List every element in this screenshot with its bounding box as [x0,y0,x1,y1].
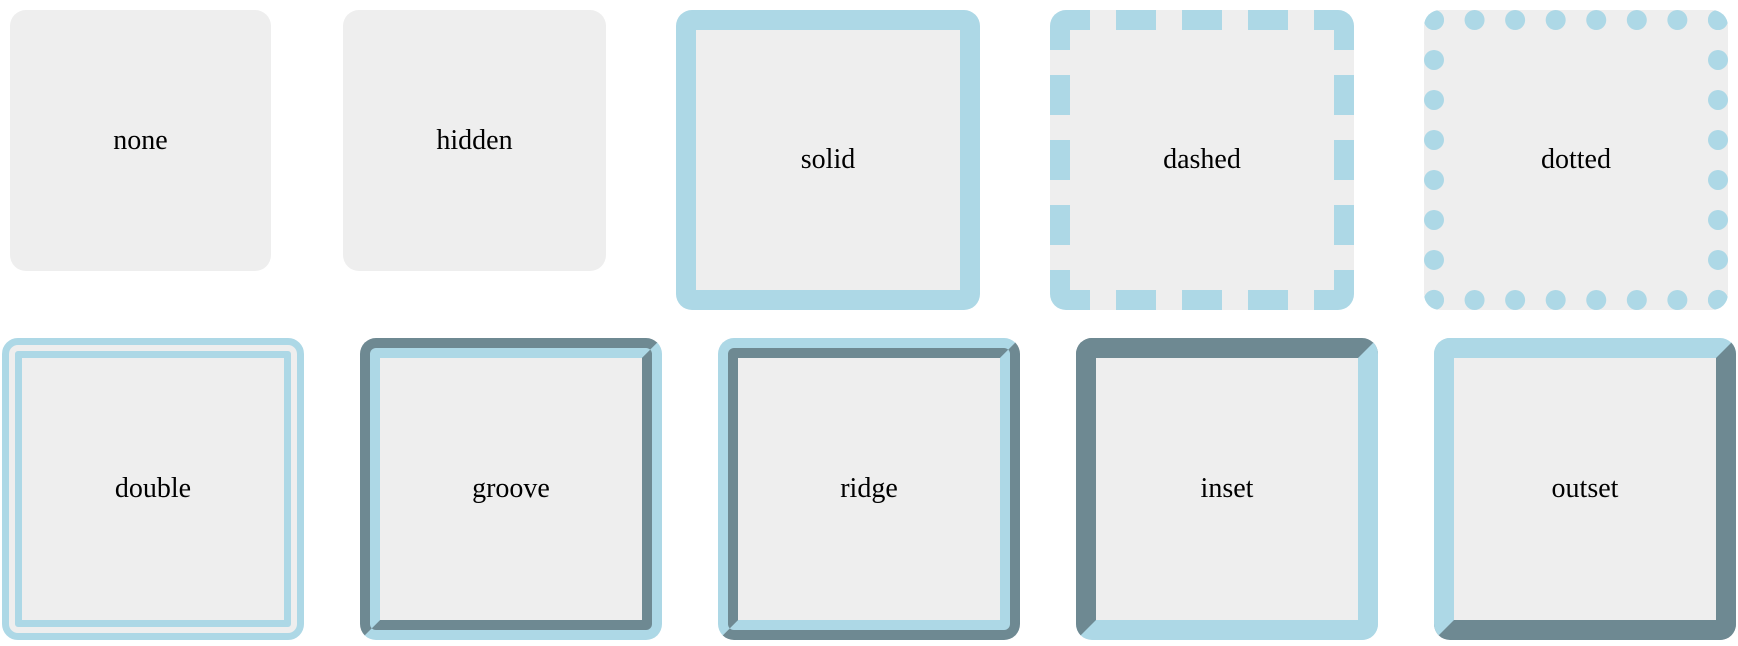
border-style-box-solid: solid [676,10,980,310]
border-style-box-inset: inset [1076,338,1378,640]
border-style-label: inset [1200,473,1254,504]
border-style-label: outset [1551,473,1619,504]
border-style-label: hidden [436,124,513,156]
border-style-box-dashed: dashed [1050,10,1354,310]
border-style-box-ridge: ridge [718,338,1020,640]
border-style-label: dashed [1163,144,1241,175]
border-style-label: none [113,124,168,156]
border-style-box-none: none [10,10,271,271]
border-style-box-dotted: dotted [1424,10,1728,310]
border-style-box-groove: groove [360,338,662,640]
border-style-box-hidden: hidden [343,10,606,271]
border-style-box-outset: outset [1434,338,1736,640]
border-style-label: ridge [840,473,898,504]
border-style-box-double: double [2,338,304,640]
border-style-label: double [114,473,192,504]
border-style-label: solid [800,144,856,175]
border-style-label: dotted [1541,144,1611,175]
border-style-label: groove [472,473,550,504]
